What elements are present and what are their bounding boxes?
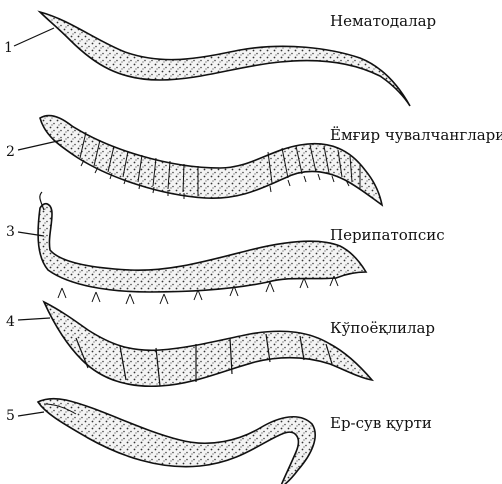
item-label-1: Нематодалар xyxy=(330,12,436,30)
pointer-line-1 xyxy=(14,28,54,46)
item-label-2: Ёмғир чувалчанглари xyxy=(330,126,502,144)
worm-3-peripatopsis: 3 Перипатопсис xyxy=(6,192,445,304)
leech-body xyxy=(38,399,315,484)
pointer-line-5 xyxy=(18,412,44,416)
peripatopsis-body xyxy=(38,204,366,292)
worm-1-nematode: 1 Нематодалар xyxy=(4,12,436,106)
pointer-line-2 xyxy=(18,140,62,150)
item-label-3: Перипатопсис xyxy=(330,226,445,244)
item-number-3: 3 xyxy=(6,224,15,240)
pointer-line-4 xyxy=(18,318,50,320)
item-number-5: 5 xyxy=(6,408,15,424)
worm-2-earthworm: 2 Ёмғир чувалчанглари xyxy=(6,116,502,205)
item-label-4: Кўпоёқлилар xyxy=(330,319,435,337)
item-number-2: 2 xyxy=(6,144,15,160)
worm-4-polychaete: 4 Кўпоёқлилар xyxy=(6,302,435,386)
item-number-1: 1 xyxy=(4,40,13,56)
item-label-5: Ер-сув қурти xyxy=(330,414,432,432)
item-number-4: 4 xyxy=(6,314,15,330)
polychaete-body xyxy=(44,302,372,386)
worm-5-leech: 5 Ер-сув қурти xyxy=(6,399,432,484)
